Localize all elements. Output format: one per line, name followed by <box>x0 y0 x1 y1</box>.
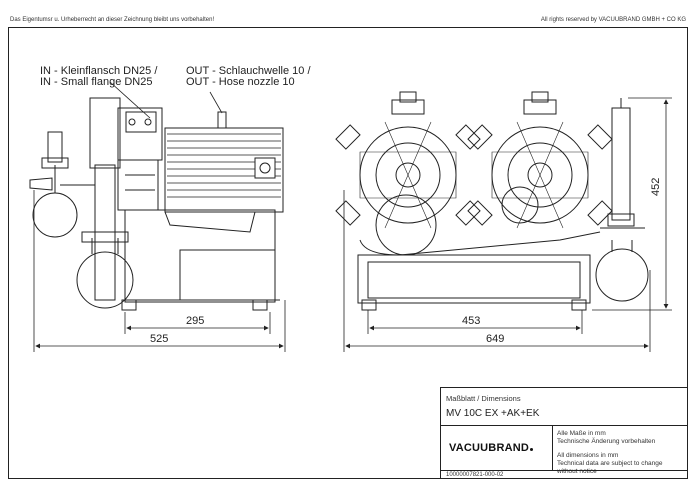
note-en-2: Technical data are subject to change <box>557 460 663 467</box>
side-motor-box <box>179 249 276 301</box>
in-leader-line <box>109 81 151 119</box>
brand-logo: VACUUBRAND <box>449 442 534 454</box>
sheet-label: Maßblatt / Dimensions <box>446 394 521 403</box>
dim-label-525: 525 <box>150 333 169 345</box>
drawing-frame <box>8 27 688 479</box>
note-de-1: Alle Maße in mm <box>557 430 606 437</box>
doc-number: 10000007821-000-02 <box>446 472 504 478</box>
side-top-nozzle <box>217 111 227 129</box>
outlet-callout-line2: OUT - Hose nozzle 10 <box>186 76 295 88</box>
dim-label-453: 453 <box>462 315 481 327</box>
out-leader-line <box>209 91 223 114</box>
doc-number-row: 10000007821-000-02 <box>441 470 688 480</box>
side-view <box>29 97 284 311</box>
copyright-note: Das Eigentumsr u. Urheberrecht an dieser… <box>10 17 215 23</box>
side-foot-left <box>121 299 137 311</box>
dim-label-649: 649 <box>486 333 505 345</box>
brand-logo-text: VACUUBRAND <box>449 442 530 454</box>
dim-label-295: 295 <box>186 315 205 327</box>
side-flask-lower <box>76 251 134 309</box>
front-flask-left <box>375 194 437 256</box>
side-switch <box>254 157 276 179</box>
title-row: Maßblatt / Dimensions MV 10C EX +AK+EK <box>441 388 688 426</box>
front-pump-head-right <box>467 91 613 229</box>
model-name: MV 10C EX +AK+EK <box>446 408 540 419</box>
outlet-callout: OUT - Schlauchwelle 10 / OUT - Hose nozz… <box>186 66 311 88</box>
outlet-callout-line1: OUT - Schlauchwelle 10 / <box>186 65 311 77</box>
front-base <box>357 254 591 304</box>
inlet-callout-line2: IN - Small flange DN25 <box>40 76 153 88</box>
dim-label-452: 452 <box>650 177 662 196</box>
brand-logo-dot <box>530 448 534 451</box>
inlet-callout: IN - Kleinflansch DN25 / IN - Small flan… <box>40 66 157 88</box>
note-en-1: All dimensions in mm <box>557 452 619 459</box>
side-foot-right <box>252 299 268 311</box>
side-condenser-top <box>47 131 63 163</box>
note-en-3: without notice <box>557 468 597 475</box>
rights-note: All rights reserved by VACUUBRAND GMBH +… <box>540 17 686 23</box>
front-flask-right <box>595 248 649 302</box>
note-de-2: Technische Änderung vorbehalten <box>557 438 656 445</box>
dimension-notes: Alle Maße in mm Technische Änderung vorb… <box>557 430 687 476</box>
front-view <box>335 91 649 311</box>
inlet-callout-line1: IN - Kleinflansch DN25 / <box>40 65 158 77</box>
front-pump-head-left <box>335 91 481 229</box>
side-flask-upper <box>32 192 78 238</box>
front-condenser-column <box>611 107 631 221</box>
brand-logo-cell: VACUUBRAND <box>441 426 553 470</box>
title-block: Maßblatt / Dimensions MV 10C EX +AK+EK V… <box>440 387 688 479</box>
side-pump-head <box>89 97 121 169</box>
